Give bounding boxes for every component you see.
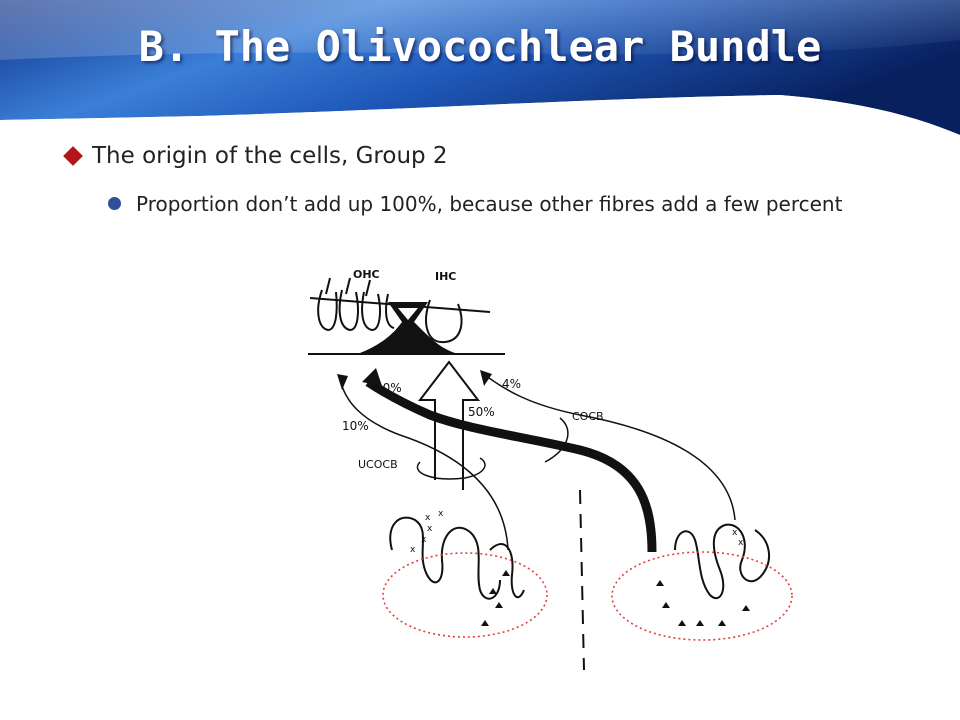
slide-title: B. The Olivocochlear Bundle (138, 22, 822, 71)
bullet-level-1-text: The origin of the cells, Group 2 (92, 143, 448, 169)
neuron-triangles (481, 570, 750, 626)
svg-text:x: x (421, 535, 427, 545)
crossed-bundle-thick (365, 378, 657, 553)
label-cocb: COCB (572, 410, 604, 423)
left-nucleus-ellipse (382, 552, 548, 638)
svg-text:x: x (738, 538, 744, 548)
svg-text:x: x (427, 524, 433, 534)
svg-text:x: x (425, 513, 431, 523)
label-ohc: OHC (353, 268, 380, 281)
label-ucocb: UCOCB (358, 458, 398, 471)
label-ihc: IHC (435, 270, 456, 283)
midline (579, 489, 585, 671)
right-nucleus-ellipse (611, 551, 793, 641)
left-olive-outline (389, 516, 501, 600)
svg-text:x: x (410, 545, 416, 555)
label-4-percent: 4% (502, 377, 521, 391)
right-olive-outline (674, 523, 771, 600)
label-50-percent: 50% (468, 405, 495, 419)
uncrossed-fibre-10 (339, 377, 509, 551)
diamond-bullet-icon (63, 146, 83, 166)
outer-hair-cells (317, 277, 395, 332)
hollow-arrow-50 (417, 360, 481, 490)
bullet-level-2-text: Proportion don’t add up 100%, because ot… (136, 192, 843, 216)
header-banner (0, 0, 960, 140)
label-10-percent: 10% (342, 419, 369, 433)
crossed-fibre-4 (484, 374, 736, 521)
inner-hair-cell (425, 299, 463, 344)
pillar-cells (360, 302, 455, 353)
bullet-level-1: The origin of the cells, Group 2 (62, 143, 448, 169)
bullet-level-2: Proportion don’t add up 100%, because ot… (108, 188, 898, 220)
svg-text:x: x (438, 509, 444, 519)
svg-text:x: x (732, 528, 738, 538)
ucocb-bracket (416, 457, 486, 480)
label-30-percent: 30% (375, 381, 402, 395)
dot-bullet-icon (108, 197, 121, 210)
cocb-bracket (544, 417, 569, 463)
